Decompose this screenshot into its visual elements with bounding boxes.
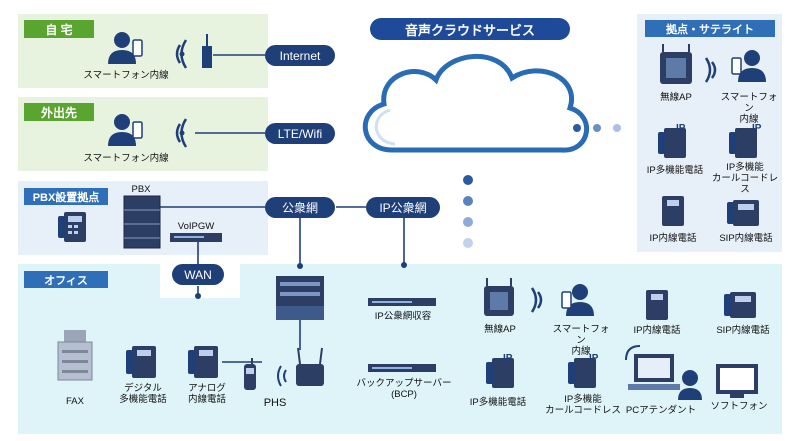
office-tag: オフィス bbox=[24, 271, 108, 288]
phs-label: PHS bbox=[263, 397, 287, 409]
wireless-ap-icon-office bbox=[484, 278, 514, 316]
pbx-label: PBX bbox=[131, 184, 151, 195]
office-ip-ext-label: IP内線電話 bbox=[633, 325, 681, 336]
svg-text:IP: IP bbox=[676, 123, 686, 134]
satellite-tag: 拠点・サテライト bbox=[645, 20, 775, 37]
pbx-site-tag: PBX設置拠点 bbox=[24, 188, 108, 205]
office-smartphone-label: スマートフォン 内線 bbox=[552, 324, 610, 357]
ip-public-gw-label: IP公衆網収容 bbox=[374, 311, 432, 322]
office-router-icon bbox=[296, 347, 324, 386]
voipgw-label: VoIPGW bbox=[177, 221, 215, 232]
person-phone-icon-outside bbox=[108, 114, 143, 146]
pbx-icon bbox=[123, 195, 161, 249]
svg-text:IP: IP bbox=[589, 353, 599, 364]
wan-pill: WAN bbox=[172, 264, 224, 285]
digital-phone-icon bbox=[126, 346, 156, 378]
office-ip-multi-label: IP多機能電話 bbox=[469, 397, 527, 408]
router-icon-home bbox=[202, 34, 212, 68]
voipgw-icon bbox=[170, 233, 222, 242]
ip-multi-phone-icon-satellite: IP bbox=[658, 123, 686, 158]
sat-sip-ext-label: SIP内線電話 bbox=[719, 233, 773, 244]
ip-public-network-pill: IP公衆網 bbox=[366, 197, 440, 218]
office-pbx-icon bbox=[276, 276, 324, 320]
cloud-title: 音声クラウドサービス bbox=[370, 18, 570, 40]
digital-phone-label: デジタル 多機能電話 bbox=[119, 383, 167, 405]
ip-multi-cordless-icon-satellite: IP bbox=[729, 123, 762, 158]
office-sip-ext-label: SIP内線電話 bbox=[716, 325, 770, 336]
ip-multi-cordless-icon-office: IP bbox=[568, 353, 599, 388]
pc-attendant-icon bbox=[625, 345, 702, 400]
sip-ext-phone-icon-satellite bbox=[727, 200, 759, 226]
fax-label: FAX bbox=[66, 396, 84, 407]
desk-phone-icon-pbx-site bbox=[58, 212, 86, 242]
sat-ip-multi-label: IP多機能電話 bbox=[646, 165, 704, 176]
sat-smartphone-label: スマートフォン 内線 bbox=[720, 92, 778, 125]
svg-text:IP: IP bbox=[752, 123, 762, 134]
softphone-label: ソフトフォン bbox=[710, 401, 768, 412]
person-phone-icon-home bbox=[108, 32, 143, 64]
person-phone-icon-satellite bbox=[731, 50, 766, 82]
ip-ext-phone-icon-satellite bbox=[662, 196, 684, 226]
office-ap-label: 無線AP bbox=[484, 324, 516, 335]
backup-server-label: バックアップサーバー (BCP) bbox=[356, 378, 452, 400]
analog-phone-icon bbox=[188, 346, 218, 378]
person-phone-icon-office bbox=[561, 284, 594, 316]
ip-multi-phone-icon-office: IP bbox=[486, 353, 514, 388]
sat-ip-ext-label: IP内線電話 bbox=[649, 233, 697, 244]
public-network-pill: 公衆網 bbox=[265, 197, 335, 218]
outside-tag: 外出先 bbox=[24, 103, 94, 121]
office-ip-cordless-label: IP多機能 カールコードレス bbox=[545, 394, 621, 416]
internet-pill: Internet bbox=[265, 45, 335, 66]
fax-icon bbox=[57, 330, 93, 381]
softphone-icon bbox=[716, 364, 758, 398]
home-device-label: スマートフォン内線 bbox=[83, 70, 169, 81]
ip-public-gw-icon bbox=[368, 298, 436, 306]
lte-pill: LTE/Wifi bbox=[265, 123, 335, 144]
ip-ext-phone-icon-office bbox=[646, 290, 668, 320]
phs-icon bbox=[244, 358, 256, 390]
cloud-shape bbox=[363, 53, 589, 153]
backup-server-icon bbox=[368, 364, 436, 372]
svg-text:IP: IP bbox=[503, 353, 513, 364]
outside-device-label: スマートフォン内線 bbox=[83, 153, 169, 164]
pc-attendant-label: PCアテンダント bbox=[625, 405, 697, 416]
sat-ap-label: 無線AP bbox=[660, 92, 692, 103]
home-tag: 自 宅 bbox=[24, 20, 94, 38]
sip-ext-phone-icon-office bbox=[724, 292, 756, 318]
analog-phone-label: アナログ 内線電話 bbox=[187, 383, 226, 405]
wireless-ap-icon-satellite bbox=[660, 44, 692, 84]
sat-ip-cordless-label: IP多機能 カールコードレス bbox=[711, 162, 779, 195]
